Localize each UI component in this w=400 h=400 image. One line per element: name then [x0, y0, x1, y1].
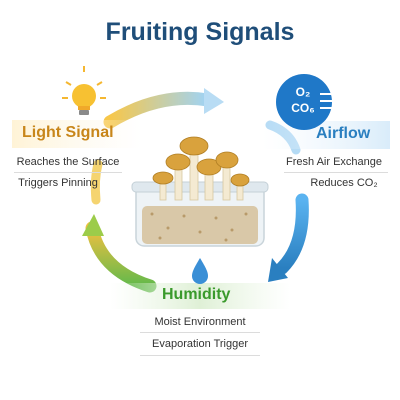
arrow-light-to-airflow [103, 91, 215, 129]
airflow-badge-icon [276, 74, 346, 130]
lightbulb-icon [62, 66, 106, 115]
o2-label: O₂ [295, 85, 311, 99]
mushroom-container-icon [131, 136, 269, 247]
humidity-banner [110, 283, 290, 309]
airflow-title: Airflow [316, 125, 371, 142]
divider [284, 172, 388, 173]
airflow-badge-text: O₂ CO₆ [286, 84, 320, 116]
co-label: CO₆ [291, 101, 315, 115]
humidity-title: Humidity [162, 286, 231, 303]
page-title: Fruiting Signals [105, 18, 295, 46]
water-drop-icon [192, 258, 208, 284]
humidity-note-2: Evaporation Trigger [152, 338, 248, 350]
arrow-head-left [82, 214, 104, 236]
arrow-head-top [204, 88, 224, 114]
humidity-note-1: Moist Environment [154, 316, 246, 328]
light-note-1: Reaches the Surface [16, 156, 120, 168]
airflow-note-1: Fresh Air Exchange [286, 156, 382, 168]
arrow-humidity-to-light [85, 221, 157, 293]
airflow-note-2: Reduces CO₂ [310, 177, 378, 189]
divider [14, 172, 122, 173]
arrow-airflow-to-humidity [275, 193, 309, 275]
airflow-banner [262, 121, 390, 149]
light-banner [12, 120, 142, 148]
divider [140, 332, 260, 333]
arrow-head-right [268, 258, 288, 282]
light-signal-title: Light Signal [22, 124, 114, 141]
light-note-2: Triggers Pinning [18, 177, 98, 189]
divider [140, 355, 260, 356]
